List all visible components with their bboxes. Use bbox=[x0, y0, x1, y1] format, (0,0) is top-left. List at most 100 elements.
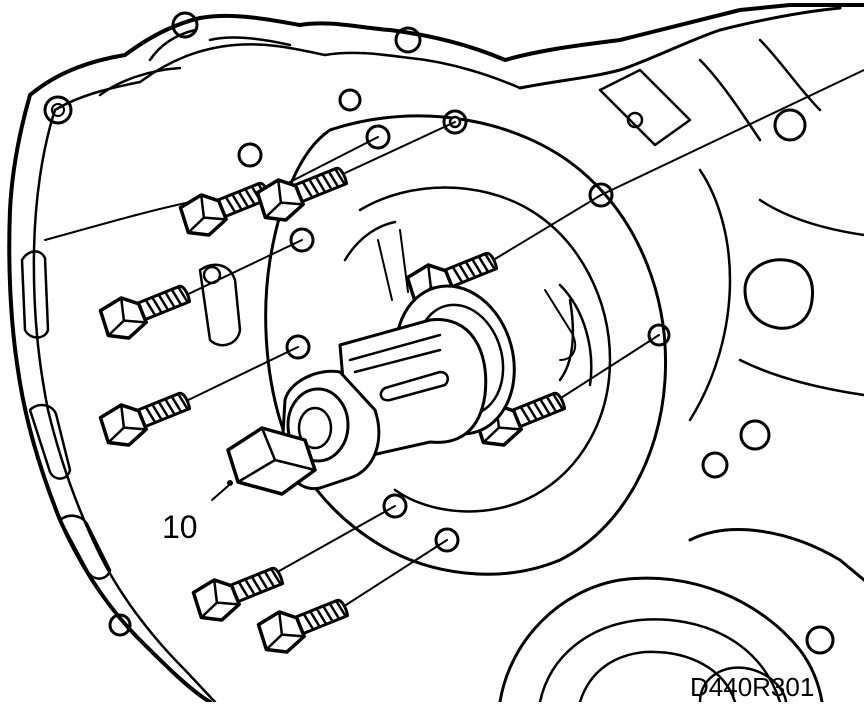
hex-bolt bbox=[98, 284, 192, 340]
flange-inner-ring bbox=[358, 186, 612, 513]
bolt-guide-lines bbox=[179, 69, 864, 613]
bolt-thread bbox=[302, 612, 315, 631]
figure-code: D440R301 bbox=[690, 672, 814, 702]
guide-line-6 bbox=[549, 334, 660, 406]
case-plug bbox=[743, 258, 815, 330]
bell-housing bbox=[7, 3, 864, 704]
lower-bearing-ring-3 bbox=[698, 666, 788, 704]
bolt-hex-edge bbox=[264, 178, 305, 219]
housing-inner-flange bbox=[32, 43, 522, 704]
guide-line-3 bbox=[179, 239, 303, 299]
bolt-thread bbox=[243, 187, 256, 206]
bolt-thread bbox=[333, 167, 346, 186]
bolt-hex-edge bbox=[107, 296, 148, 337]
bolt-thread bbox=[464, 260, 477, 279]
flange-bolt-hole-2 bbox=[365, 124, 391, 150]
hex-bolt bbox=[98, 391, 192, 447]
bolt-thread bbox=[224, 195, 237, 214]
bolt-thread bbox=[532, 400, 545, 419]
lower-bearing-ring-2 bbox=[578, 650, 737, 704]
case-upper-edge bbox=[518, 6, 842, 90]
bolt-thread bbox=[170, 395, 183, 414]
flange-boss-5 bbox=[237, 142, 263, 168]
housing-seam-line bbox=[44, 199, 201, 241]
guide-line-8 bbox=[334, 539, 448, 613]
flange-bolt-hole-8 bbox=[434, 527, 460, 553]
flange-bolt-hole-3 bbox=[289, 227, 315, 253]
callout-label: 10 bbox=[162, 509, 198, 545]
gearbox-case-right bbox=[498, 6, 864, 704]
shaft-keyway bbox=[379, 370, 449, 402]
flange-boss-3 bbox=[394, 26, 422, 54]
bolt-thread bbox=[157, 293, 170, 312]
bolt-thread bbox=[250, 575, 263, 594]
bolt-thread bbox=[320, 172, 333, 191]
bolt-thread bbox=[321, 604, 334, 623]
bolt-thread bbox=[308, 610, 322, 629]
guide-line-4 bbox=[179, 346, 299, 405]
housing-rib-top bbox=[98, 28, 292, 97]
bolt-thread bbox=[144, 298, 157, 317]
bolt-thread bbox=[470, 257, 483, 276]
bolt-thread bbox=[519, 405, 532, 424]
bolt-thread bbox=[457, 263, 471, 282]
bolt-thread bbox=[157, 400, 170, 419]
bolt-thread bbox=[237, 580, 250, 599]
guide-line-9 bbox=[600, 69, 864, 196]
tool-hex-edge bbox=[236, 426, 317, 484]
flange-recess bbox=[343, 220, 593, 387]
guide-line-7 bbox=[271, 505, 396, 576]
callout-dot bbox=[227, 480, 233, 486]
flange-rib-1 bbox=[377, 229, 409, 301]
hex-bolt bbox=[178, 181, 272, 237]
bolt-thread bbox=[256, 572, 269, 591]
flange-bolt-hole-7 bbox=[382, 493, 408, 519]
tool-collar-bore bbox=[297, 406, 333, 450]
hex-bolt bbox=[255, 166, 349, 222]
flange-rib-2 bbox=[544, 289, 577, 361]
bolt-thread bbox=[525, 403, 539, 422]
bolt-thread bbox=[451, 265, 464, 284]
bolt-thread bbox=[150, 296, 164, 315]
case-boss-lower bbox=[701, 451, 729, 479]
case-boss-bottom bbox=[805, 625, 835, 655]
bearing-flange bbox=[198, 109, 671, 576]
lower-bearing-ring-1 bbox=[538, 618, 782, 704]
flange-boss-6 bbox=[108, 613, 132, 637]
bolt-thread bbox=[314, 175, 327, 194]
hex-bolt bbox=[256, 598, 350, 654]
bolt-thread bbox=[334, 599, 347, 618]
bolt-thread bbox=[176, 392, 189, 411]
flange-boss-4 bbox=[338, 88, 362, 112]
bolt-thread bbox=[170, 288, 183, 307]
shaft-spline-1 bbox=[348, 333, 442, 374]
case-lid-hole bbox=[626, 111, 644, 129]
bolt-thread bbox=[144, 405, 157, 424]
bolt-thread bbox=[315, 607, 328, 626]
case-lid bbox=[598, 68, 692, 147]
bolt-thread bbox=[328, 602, 341, 621]
bolt-thread bbox=[176, 285, 189, 304]
flange-bolt-hole-1 bbox=[442, 109, 468, 135]
housing-pocket-left-2 bbox=[28, 403, 72, 480]
bolt-thread bbox=[307, 178, 321, 197]
bolt-thread bbox=[163, 290, 176, 309]
bolt-hex-edge bbox=[107, 403, 148, 444]
bolt-thread bbox=[230, 193, 244, 212]
bolt-thread bbox=[483, 252, 496, 271]
case-boss-upper bbox=[773, 108, 807, 142]
housing-pocket-left-3 bbox=[58, 514, 112, 580]
bolt-thread bbox=[263, 570, 276, 589]
case-rib-upper bbox=[698, 38, 822, 142]
lower-bearing-housing bbox=[498, 576, 824, 704]
bolt-thread bbox=[269, 567, 282, 586]
flange-boss-2 bbox=[171, 11, 199, 39]
guide-line-1 bbox=[329, 121, 456, 181]
bolt-thread bbox=[237, 190, 250, 209]
bolt-hex-edge bbox=[200, 578, 241, 619]
flange-boss-1-hole bbox=[51, 103, 65, 117]
housing-web-left bbox=[198, 263, 242, 347]
output-shaft-tool bbox=[211, 284, 516, 501]
